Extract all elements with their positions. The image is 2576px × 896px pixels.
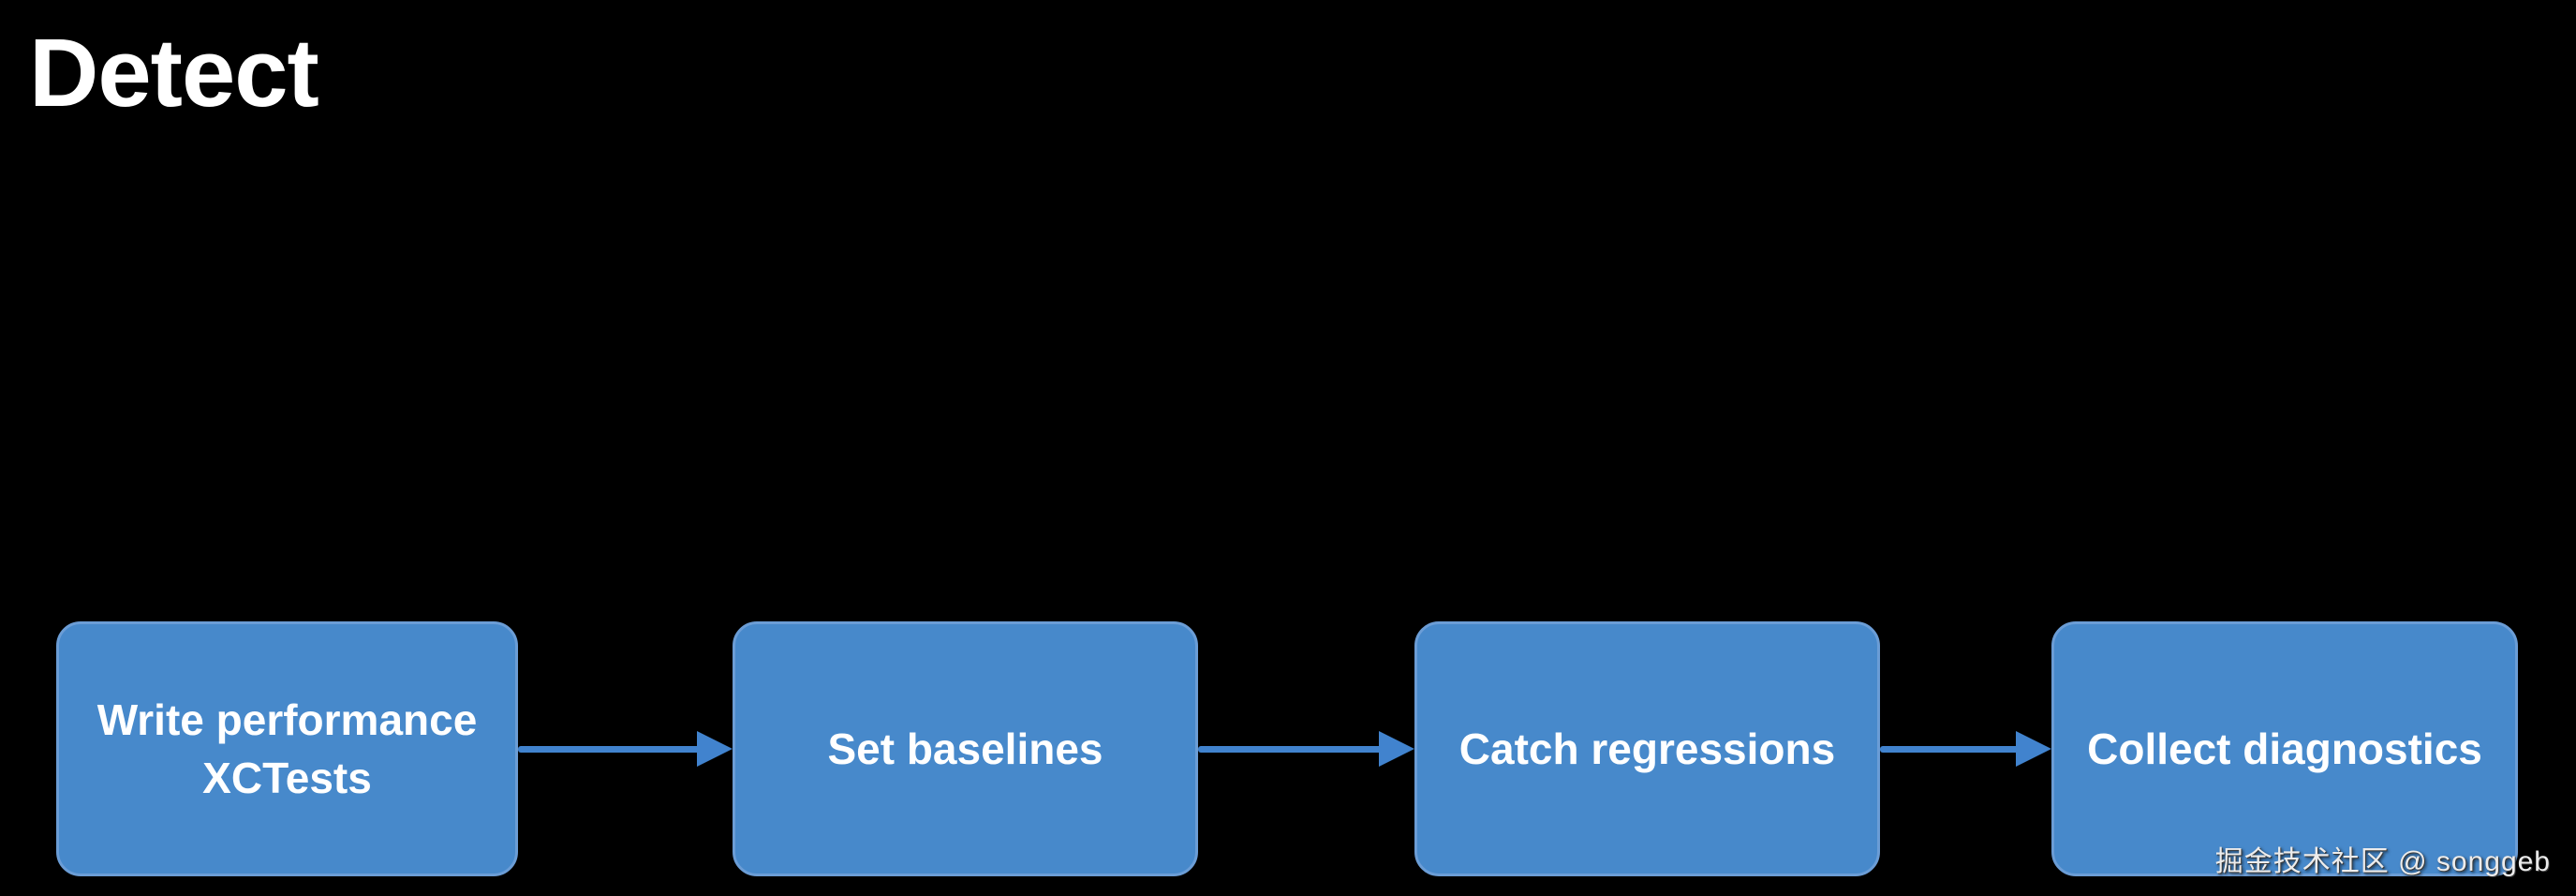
arrow-line xyxy=(1880,745,2020,753)
flow-step-write-performance-xctests: Write performance XCTests xyxy=(56,621,518,876)
flow-arrow-3 xyxy=(1880,621,2051,876)
flow-diagram: Write performance XCTests Set baselines … xyxy=(0,621,2576,876)
flow-step-catch-regressions: Catch regressions xyxy=(1414,621,1880,876)
flow-step-label: Write performance XCTests xyxy=(96,694,478,802)
flow-step-collect-diagnostics: Collect diagnostics xyxy=(2051,621,2518,876)
watermark: 掘金技术社区 @ songgeb xyxy=(2214,846,2551,877)
flow-step-label: Catch regressions xyxy=(1458,724,1836,773)
flow-step-set-baselines: Set baselines xyxy=(733,621,1198,876)
flow-arrow-2 xyxy=(1198,621,1414,876)
arrow-line xyxy=(518,745,701,753)
flow-step-label: Set baselines xyxy=(827,724,1103,773)
arrow-line xyxy=(1198,745,1383,753)
flow-arrow-1 xyxy=(518,621,733,876)
arrow-right-icon xyxy=(1379,731,1414,767)
arrow-right-icon xyxy=(697,731,733,767)
flow-step-label: Collect diagnostics xyxy=(2087,724,2482,773)
slide-title: Detect xyxy=(29,19,319,127)
arrow-right-icon xyxy=(2016,731,2051,767)
